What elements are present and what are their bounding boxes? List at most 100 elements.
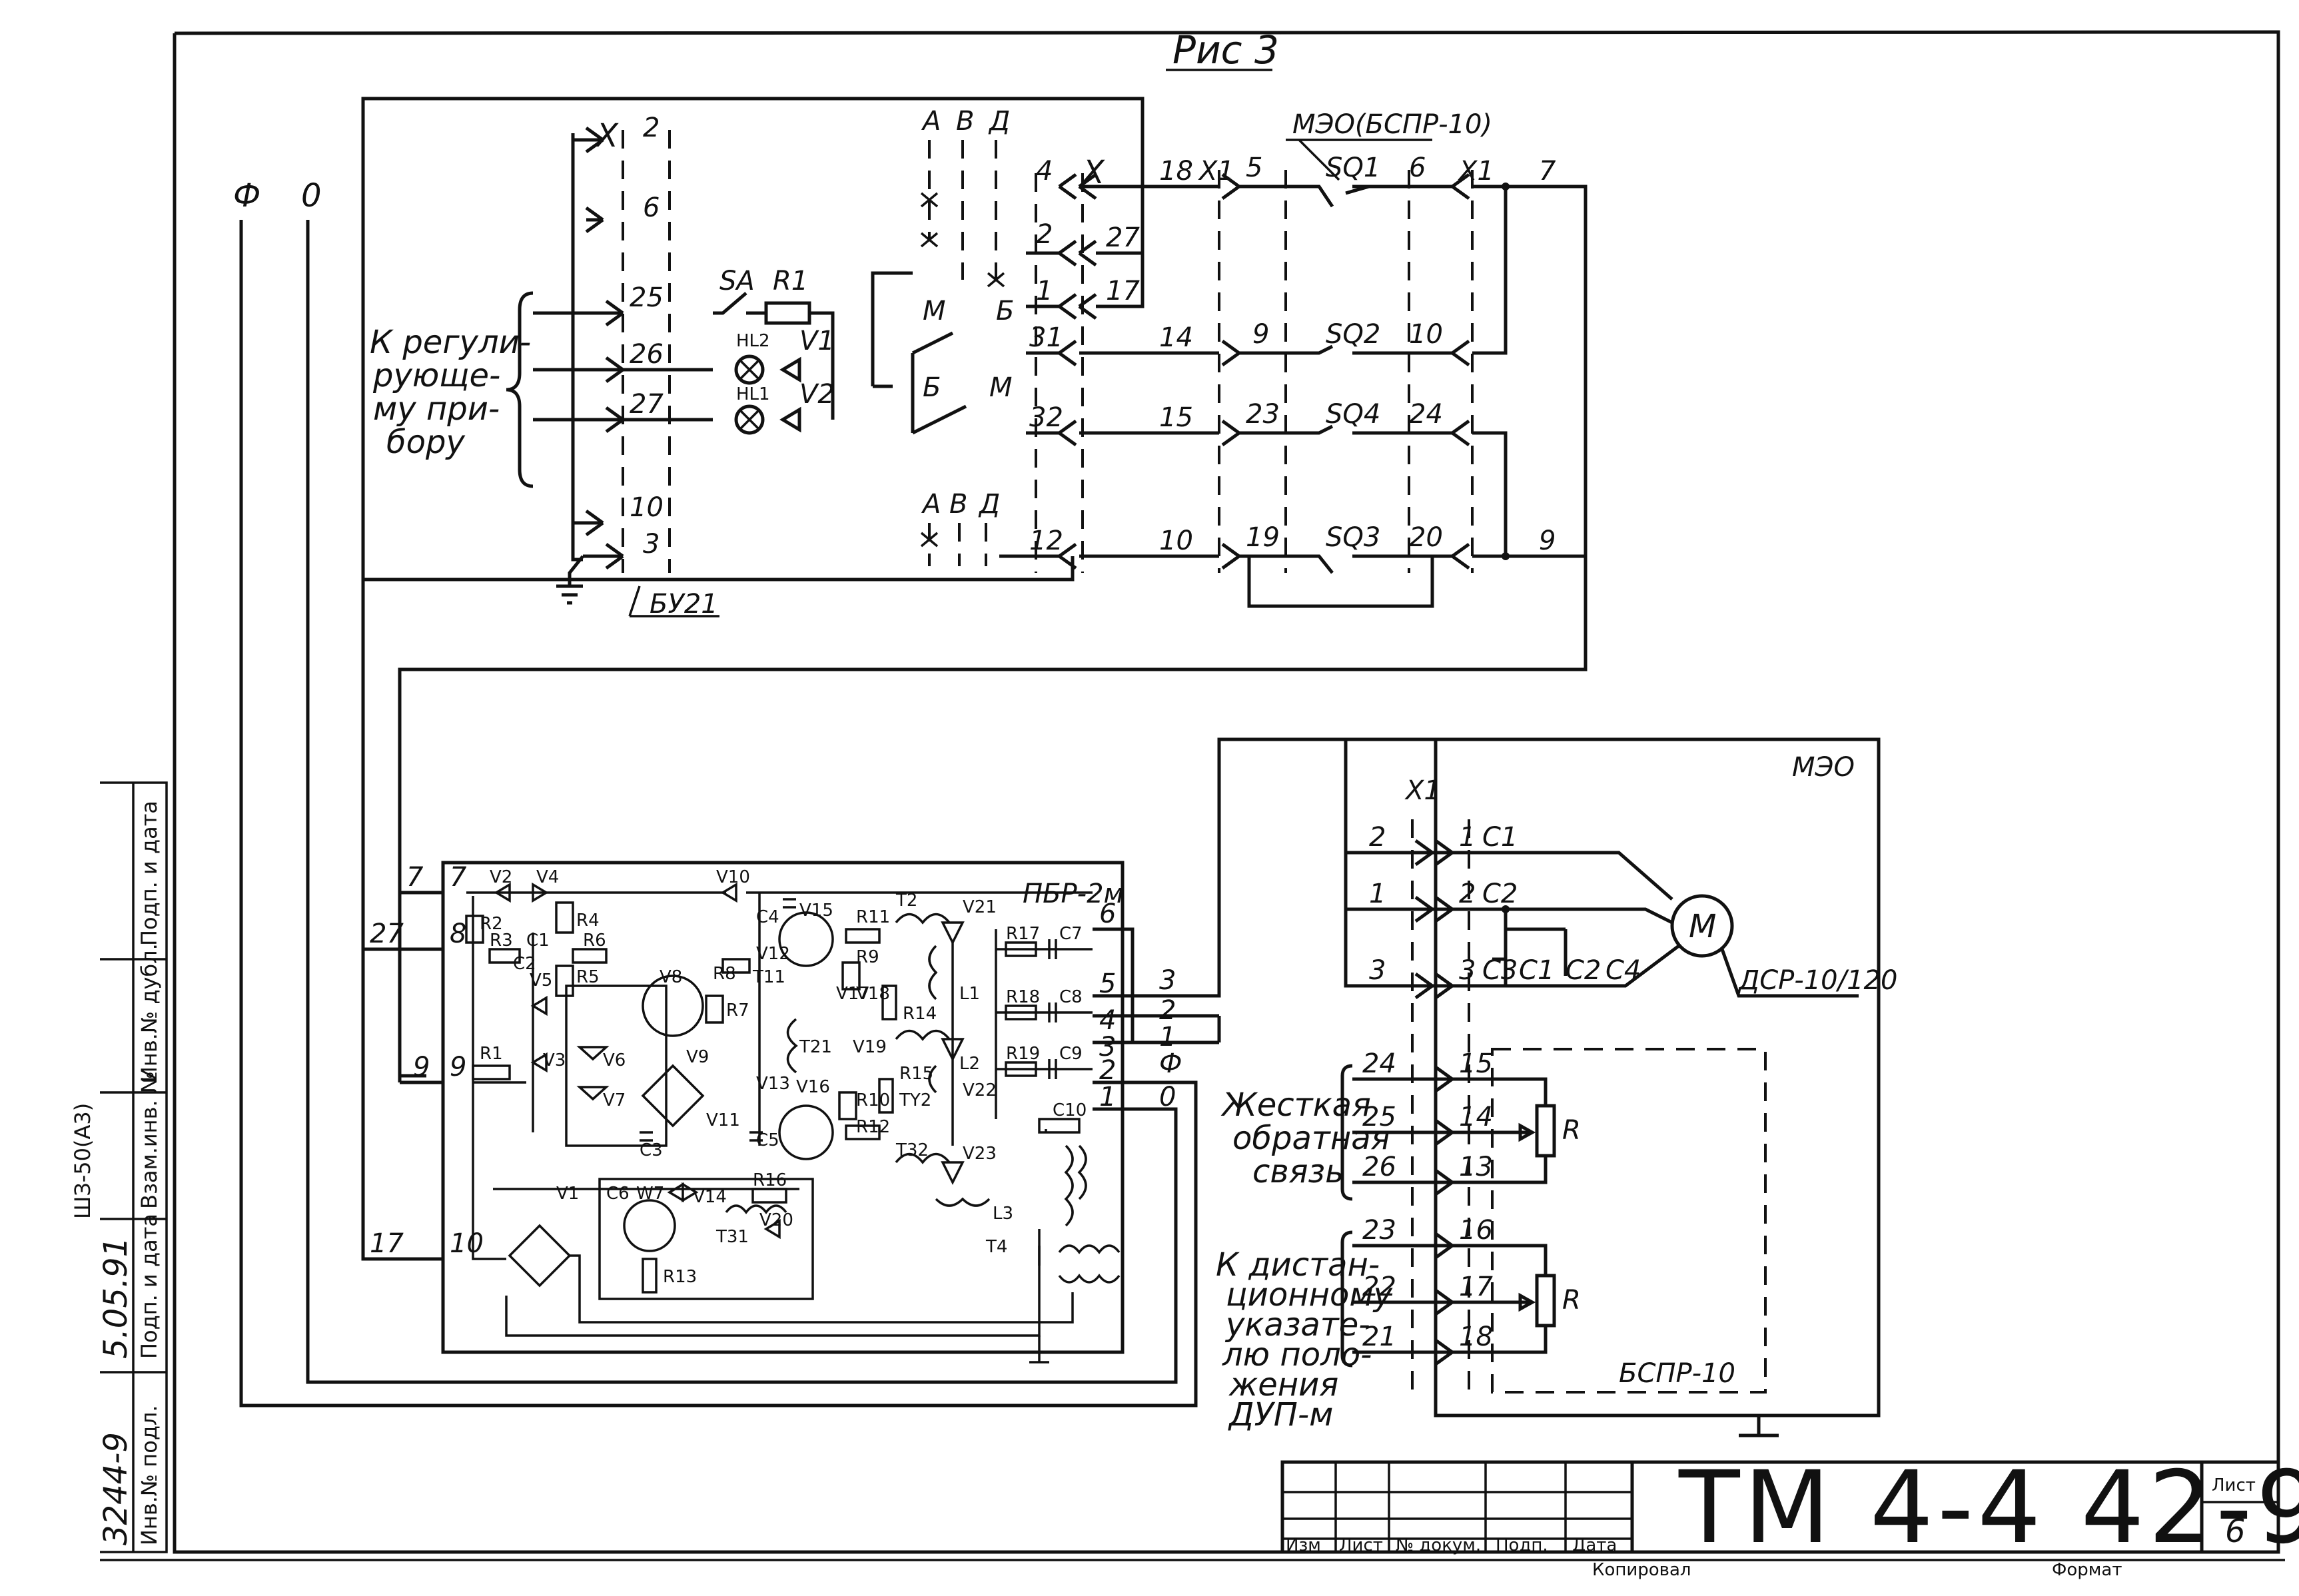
part-sa: SA	[719, 266, 755, 296]
p-r9: R9	[856, 947, 879, 967]
indicator-label-6: ДУП-м	[1228, 1396, 1333, 1433]
mid-pin-8: 17	[1106, 276, 1140, 306]
p-v6: V6	[603, 1050, 626, 1070]
p-v5: V5	[530, 971, 552, 991]
bspr-box	[1491, 1048, 1767, 1394]
format-label: Формат	[2052, 1560, 2122, 1580]
strip-label-inv-orig: Инв.№ подл.	[137, 1405, 162, 1545]
part-hl2: HL2	[736, 331, 770, 351]
sq1-pin-b: 6	[1409, 153, 1426, 183]
mw-cap-2: С2	[1482, 879, 1518, 909]
pbr-pin-10: 10	[450, 1228, 484, 1259]
p-c10: C10	[1053, 1100, 1087, 1120]
strip-inv-number: 3244-9	[97, 1432, 135, 1545]
part-hl1: HL1	[736, 384, 770, 404]
feedback-label-1: Жесткая	[1220, 1086, 1371, 1124]
regulator-note-1: К регули-	[370, 324, 531, 361]
part-v2: V2	[799, 379, 835, 410]
p-v22: V22	[963, 1080, 997, 1100]
p-r14: R14	[903, 1004, 937, 1024]
strip-label-sign-date: Подп. и дата	[137, 1214, 162, 1359]
motor-symbol: М	[1689, 908, 1716, 945]
fb-pin-1: 15	[1459, 1048, 1493, 1079]
mid-pin-2: 2	[1036, 219, 1053, 250]
indicator-label-1: К дистан-	[1216, 1246, 1380, 1284]
ind-wire-2: 22	[1362, 1272, 1396, 1302]
indicator-label-2: ционному	[1226, 1276, 1393, 1314]
pbr-block: ПБР-2м 7 27 9 17 7 8 9 10	[361, 580, 1439, 1364]
pbr-wire-3: 3	[1159, 965, 1176, 996]
feedback-label-3: связь	[1252, 1153, 1344, 1190]
tb-col-docnum: № докум.	[1396, 1535, 1481, 1555]
p-c1: C1	[526, 931, 550, 951]
mao-block: МЭО X1 М ДСР-10/120 2 1 С1 1 2 С2	[1216, 737, 1897, 1437]
tb-col-date: Дата	[1572, 1535, 1617, 1555]
sheet-number: 6	[2225, 1513, 2246, 1550]
part-v1: V1	[799, 326, 835, 356]
mw-wire-1: 2	[1369, 822, 1386, 853]
pbr-in-9: 9	[413, 1052, 430, 1082]
p-ty2: TY2	[899, 1090, 931, 1110]
lamp-hl1-icon	[734, 404, 765, 435]
pbr-pin-7: 7	[450, 862, 467, 893]
mid-pin-6: 12	[1029, 526, 1063, 556]
cap-c2: С2	[1566, 955, 1601, 986]
p-t4: T4	[985, 1237, 1007, 1257]
p-v16: V16	[796, 1077, 830, 1097]
p-v17: V17	[836, 984, 870, 1004]
pbr-wire-phase: Ф	[1159, 1048, 1182, 1079]
regulator-brace	[506, 291, 534, 488]
mw-cap-3: С3	[1482, 955, 1518, 986]
p-l2: L2	[959, 1054, 980, 1074]
sq1-pin-a: 5	[1246, 153, 1262, 183]
fb-wire-2: 25	[1362, 1102, 1396, 1132]
p-r18: R18	[1006, 987, 1040, 1007]
p-v21: V21	[963, 897, 997, 917]
pbr-pin-8: 8	[450, 919, 466, 949]
cap-c1: С1	[1519, 955, 1554, 986]
wire-10: 10	[1159, 526, 1193, 556]
p-t32: T32	[895, 1140, 929, 1160]
pbr-out-4: 4	[1099, 1005, 1116, 1036]
diode-v2-icon	[779, 406, 801, 433]
pbr-in-27: 27	[370, 919, 404, 949]
wire-7: 7	[1539, 156, 1556, 187]
p-v19: V19	[853, 1037, 887, 1057]
p-r12: R12	[856, 1117, 890, 1137]
sq2-pin-a: 9	[1252, 319, 1269, 350]
pbr-pin-9: 9	[450, 1052, 466, 1082]
bspr-label: БСПР-10	[1619, 1358, 1735, 1389]
indicator-label-4: лю поло-	[1222, 1336, 1372, 1374]
mid-pin-4: 31	[1029, 322, 1063, 353]
mid-pin-3: 1	[1036, 276, 1053, 306]
pbr-wire-2: 2	[1159, 995, 1176, 1026]
strip-label-sign-date-2: Подп. и дата	[137, 801, 162, 946]
contact-b-top: Б	[996, 296, 1014, 326]
p-c6: C6	[606, 1184, 630, 1204]
pbr-out-5: 5	[1099, 969, 1116, 999]
motor-icon	[1670, 894, 1734, 958]
pbr-out-1: 1	[1099, 1082, 1116, 1112]
pot-r-1: R	[1562, 1115, 1581, 1146]
p-v13: V13	[756, 1074, 790, 1094]
sq4-name: SQ4	[1326, 399, 1380, 430]
p-v3: V3	[543, 1050, 566, 1070]
p-r11: R11	[856, 907, 890, 927]
col-d-bottom: Д	[978, 489, 1000, 520]
sq3-name: SQ3	[1326, 522, 1380, 553]
pbr-wire-1: 1	[1159, 1022, 1176, 1052]
tb-col-sign: Подп.	[1496, 1535, 1548, 1555]
mw-pin-3: 3	[1459, 955, 1476, 986]
feedback-label-2: обратная	[1232, 1120, 1390, 1157]
pbr-out-3: 3	[1099, 1032, 1116, 1062]
mid-pin-5: 32	[1029, 402, 1063, 433]
fb-pin-2: 14	[1459, 1102, 1493, 1132]
mw-wire-3: 3	[1369, 955, 1386, 986]
p-r1: R1	[480, 1044, 503, 1064]
feed-zero-label: 0	[301, 177, 322, 214]
motor-type: ДСР-10/120	[1737, 965, 1897, 996]
p-v8: V8	[660, 967, 682, 987]
contact-m-low: М	[989, 372, 1013, 403]
p-r16: R16	[753, 1170, 787, 1190]
p-t31: T31	[715, 1227, 749, 1247]
